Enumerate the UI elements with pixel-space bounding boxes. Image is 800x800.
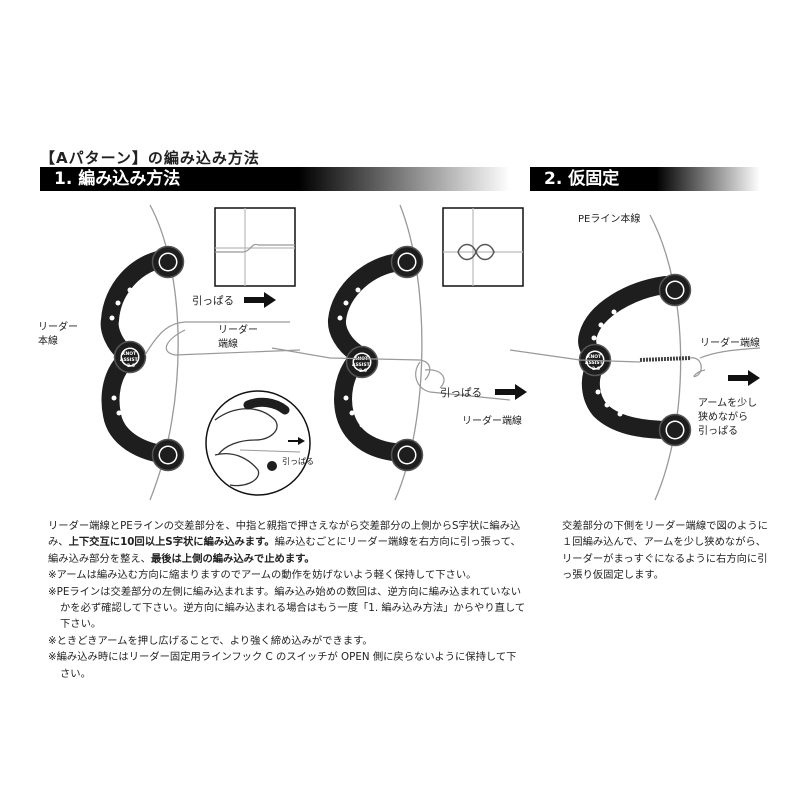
- fig2-pull-label: 引っぱる: [440, 386, 482, 399]
- note-item: ※PEラインは交差部分の左側に編み込まれます。編み込み始めの数回は、逆方向に編み…: [48, 585, 526, 631]
- svg-text:ASSIST: ASSIST: [352, 362, 371, 368]
- section-heading-temporary-fix: 2. 仮固定: [530, 167, 760, 191]
- fig3-arrow-right-icon: [728, 370, 760, 386]
- fig1-leader-end-label: リーダー: [218, 323, 258, 336]
- instructions-body: リーダー端線とPEラインの交差部分を、中指と親指で押さえながら交差部分の上側から…: [48, 518, 526, 682]
- temporary-fix-body: 交差部分の下側をリーダー端線で図のように１回編み込んで、アームを少し狭めながら、…: [562, 520, 768, 582]
- note-item: ※編み込み時にはリーダー固定用ラインフック C のスイッチが OPEN 側に戻ら…: [48, 651, 517, 680]
- svg-text:2.0: 2.0: [359, 368, 367, 374]
- figure-step2-device: KNOT ASSIST 2.0: [271, 204, 511, 501]
- note-item: ※ときどきアームを押し広げることで、より強く締め込みができます。: [48, 634, 373, 647]
- fig1-knot-detail-inset: [214, 207, 296, 287]
- svg-text:狭めながら: 狭めながら: [698, 410, 748, 423]
- svg-text:端線: 端線: [218, 337, 238, 350]
- instructions-paragraph: リーダー端線とPEラインの交差部分を、中指と親指で押さえながら交差部分の上側から…: [48, 520, 521, 565]
- fig2-knot-detail-inset: [442, 207, 524, 287]
- svg-text:本線: 本線: [38, 334, 58, 347]
- fig1-arrow-right-icon: [244, 292, 276, 308]
- figure-step3-device: KNOT ASSIST 2.0: [509, 214, 761, 501]
- svg-text:2.0: 2.0: [592, 366, 600, 372]
- device-badge: KNOT: [122, 351, 137, 357]
- figure-step1-device: KNOT ASSIST 2.0: [100, 204, 301, 501]
- fig1-inset-pull-label: 引っぱる: [282, 457, 314, 466]
- svg-text:KNOT: KNOT: [587, 354, 602, 360]
- svg-text:引っぱる: 引っぱる: [698, 425, 738, 437]
- page-title: 【Aパターン】の編み込み方法: [40, 149, 260, 167]
- fig3-pe-main-label: PEライン本線: [578, 212, 640, 225]
- fig3-action-label: アームを少し: [698, 397, 757, 409]
- svg-text:ASSIST: ASSIST: [585, 360, 604, 366]
- fig2-leader-end-label: リーダー端線: [462, 414, 522, 427]
- instruction-figures: KNOT ASSIST 2.0 リーダー 本線 リーダー 端線 引っぱる 引っぱ…: [38, 204, 761, 501]
- fig3-leader-end-label: リーダー端線: [700, 336, 760, 349]
- svg-text:2.0: 2.0: [127, 363, 135, 369]
- fig1-leader-main-label: リーダー: [38, 320, 78, 333]
- svg-text:ASSIST: ASSIST: [120, 357, 139, 363]
- section-heading-weaving: 1. 編み込み方法: [40, 167, 510, 191]
- fig1-hand-inset: [205, 390, 311, 496]
- fig2-arrow-right-icon: [495, 384, 527, 400]
- note-item: ※アームは編み込む方向に縮まりますのでアームの動作を妨げないよう軽く保持して下さ…: [48, 569, 477, 582]
- fig1-pull-label: 引っぱる: [192, 294, 234, 307]
